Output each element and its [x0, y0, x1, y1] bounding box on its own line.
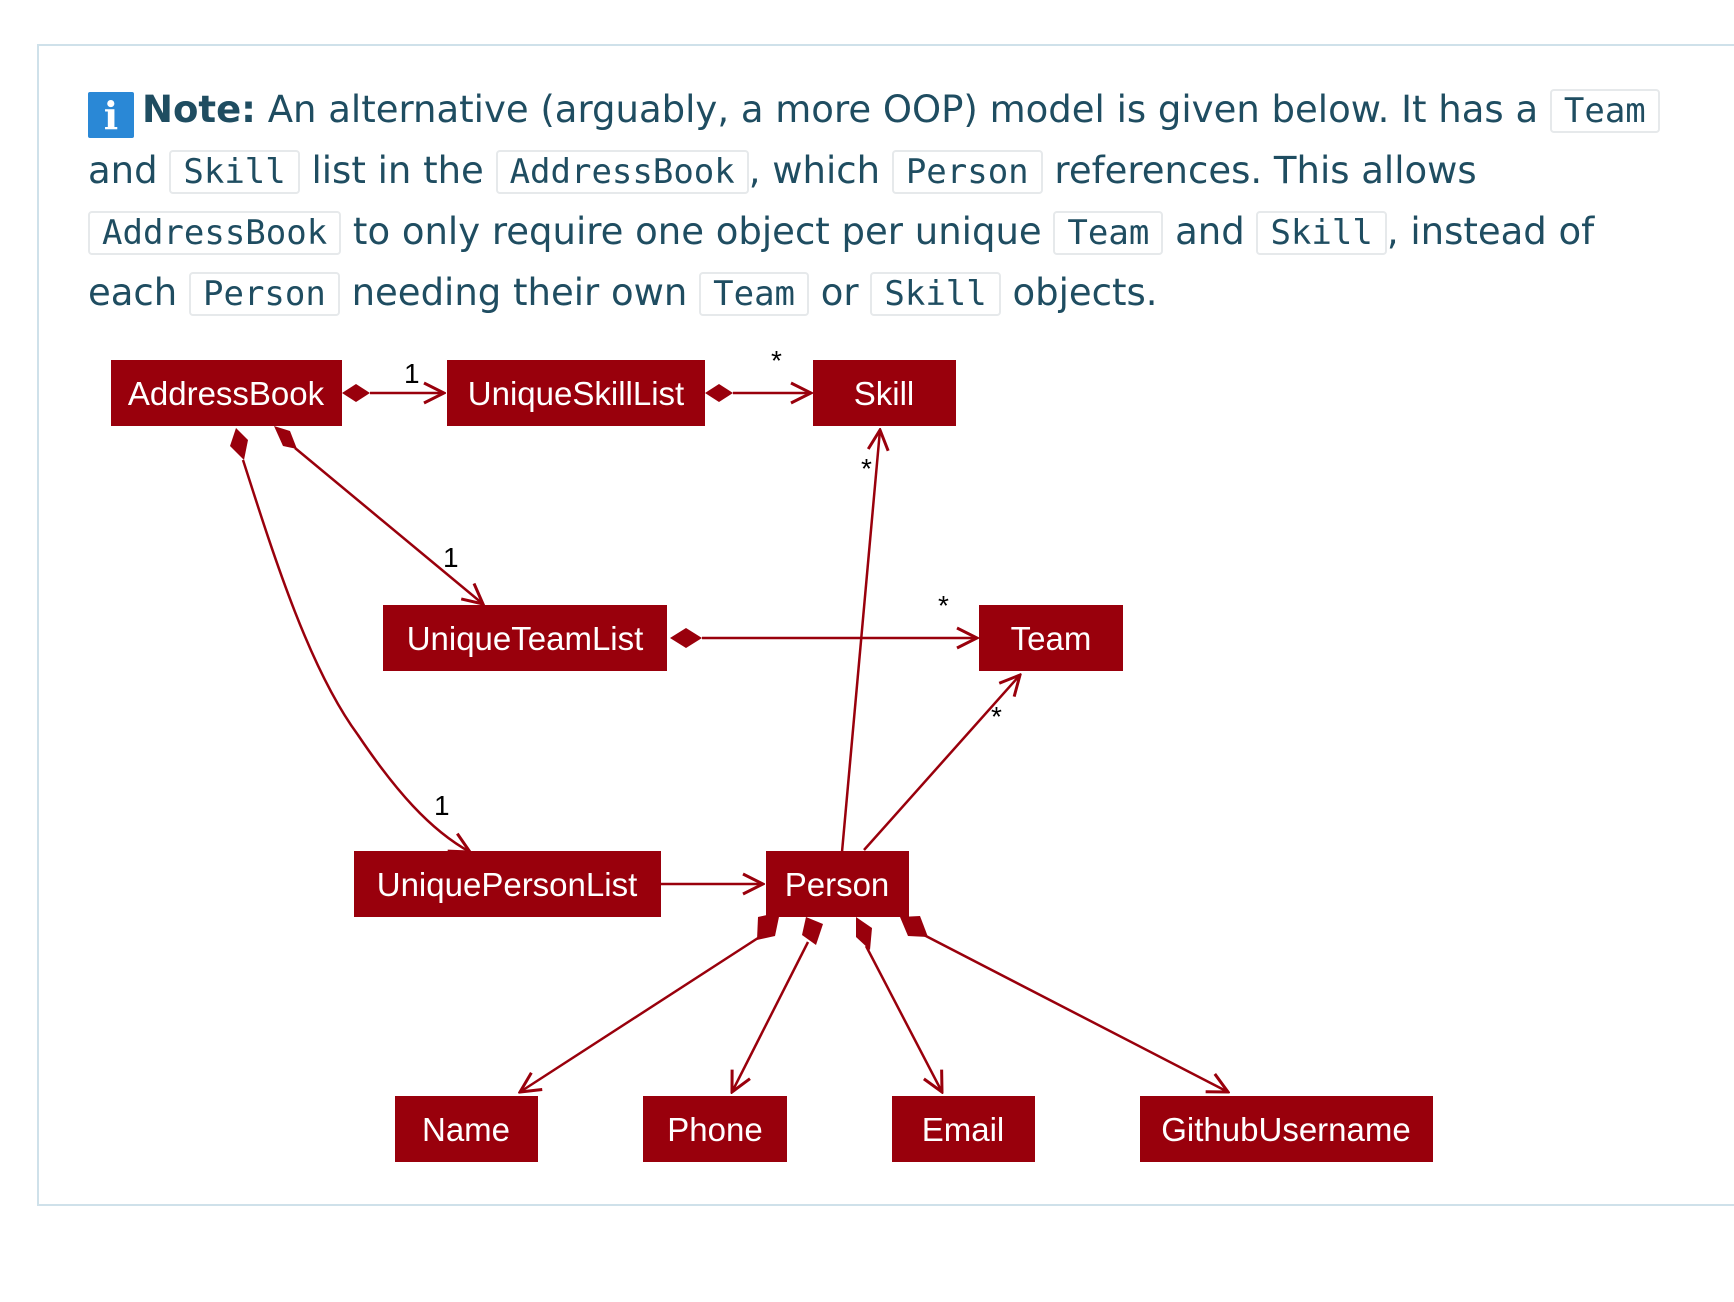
edge-person-githubusername — [900, 916, 1228, 1092]
edge-uniqueskilllist-skill: * — [705, 345, 811, 402]
code-addressbook: AddressBook — [495, 150, 749, 194]
note-text: needing their own — [339, 271, 700, 314]
svg-text:Skill: Skill — [854, 375, 915, 412]
note-text: list in the — [299, 149, 496, 192]
svg-text:UniqueSkillList: UniqueSkillList — [468, 375, 684, 412]
svg-text:Email: Email — [922, 1111, 1005, 1148]
svg-text:Name: Name — [422, 1111, 510, 1148]
edge-person-team: * — [863, 675, 1020, 851]
edge-uniqueteamlist-team: * — [670, 590, 977, 648]
class-uniquepersonlist: UniquePersonList — [354, 851, 661, 917]
edge-addressbook-uniquepersonlist: 1 — [230, 428, 470, 852]
class-uniqueteamlist: UniqueTeamList — [383, 605, 667, 671]
code-team: Team — [1053, 211, 1164, 255]
edge-addressbook-uniqueteamlist: 1 — [274, 426, 483, 604]
class-uniqueskilllist: UniqueSkillList — [447, 360, 705, 426]
class-addressbook: AddressBook — [111, 360, 342, 426]
multiplicity-label: 1 — [434, 790, 450, 821]
edge-addressbook-uniqueskilllist: 1 — [342, 358, 444, 402]
svg-text:AddressBook: AddressBook — [128, 375, 325, 412]
code-skill: Skill — [870, 272, 1001, 316]
note-text: , instead of each — [88, 210, 1595, 314]
svg-text:Team: Team — [1011, 620, 1092, 657]
multiplicity-label: * — [861, 453, 872, 484]
multiplicity-label: * — [938, 590, 949, 621]
note-text: An alternative (arguably, a more OOP) mo… — [255, 88, 1550, 131]
note-text: or — [809, 271, 871, 314]
svg-text:GithubUsername: GithubUsername — [1161, 1111, 1410, 1148]
note-label: Note: — [142, 88, 256, 131]
class-team: Team — [979, 605, 1123, 671]
code-skill: Skill — [169, 150, 300, 194]
multiplicity-label: * — [991, 701, 1002, 732]
class-person: Person — [766, 851, 909, 917]
note-text: objects. — [1000, 271, 1158, 314]
svg-text:Phone: Phone — [667, 1111, 762, 1148]
note-text: and — [1163, 210, 1257, 253]
code-addressbook: AddressBook — [88, 211, 342, 255]
class-githubusername: GithubUsername — [1140, 1096, 1433, 1162]
note-text: to only require one object per unique — [341, 210, 1054, 253]
class-email: Email — [892, 1096, 1035, 1162]
class-name: Name — [395, 1096, 538, 1162]
edge-person-name — [520, 912, 780, 1092]
multiplicity-label: 1 — [443, 542, 459, 573]
note-text: references. This allows — [1042, 149, 1477, 192]
multiplicity-label: * — [771, 345, 782, 376]
edge-person-phone — [732, 917, 823, 1092]
note-text: , which — [748, 149, 892, 192]
multiplicity-label: 1 — [404, 358, 420, 389]
svg-text:UniquePersonList: UniquePersonList — [377, 866, 638, 903]
code-team: Team — [699, 272, 810, 316]
code-person: Person — [891, 150, 1043, 194]
class-skill: Skill — [813, 360, 956, 426]
class-phone: Phone — [643, 1096, 787, 1162]
info-icon: i — [88, 92, 134, 138]
edge-person-email — [856, 917, 942, 1092]
code-person: Person — [189, 272, 340, 316]
note-text: and — [88, 149, 170, 192]
edge-person-skill: * — [840, 430, 880, 853]
svg-text:Person: Person — [785, 866, 890, 903]
code-skill: Skill — [1256, 211, 1387, 255]
svg-text:UniqueTeamList: UniqueTeamList — [407, 620, 644, 657]
code-team: Team — [1549, 89, 1660, 133]
